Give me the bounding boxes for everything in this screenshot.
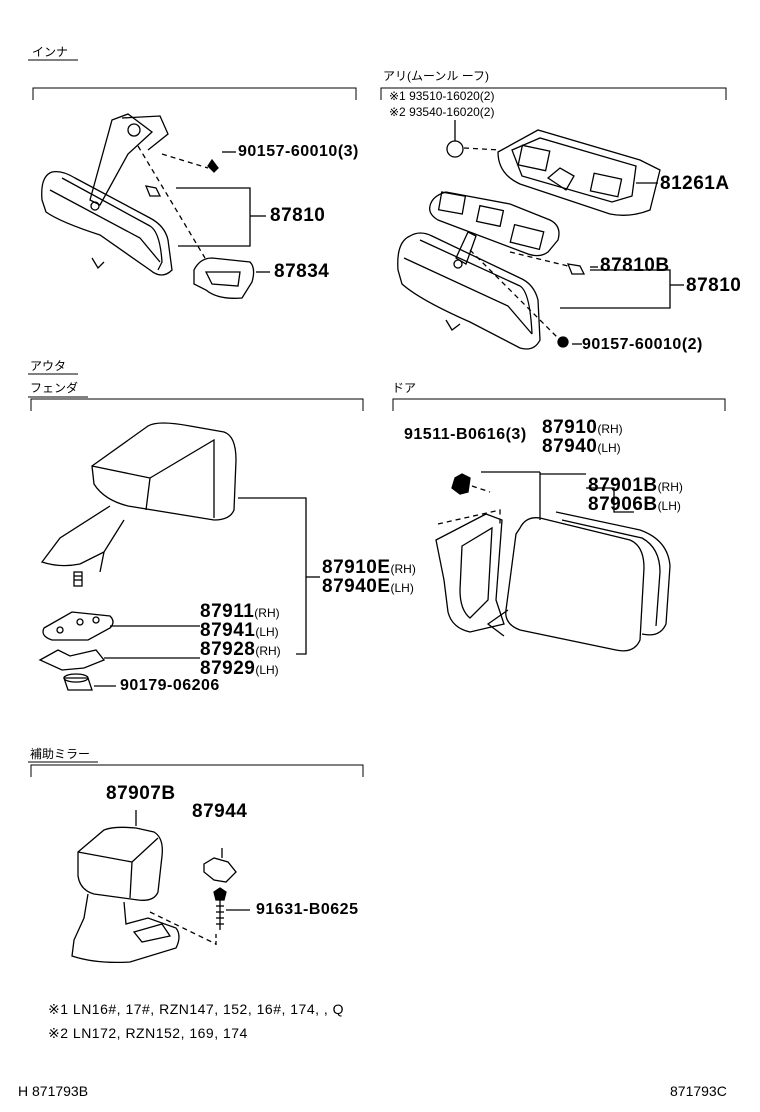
side-lh: (LH) — [255, 663, 279, 677]
door-mirror-drawing — [435, 471, 671, 652]
section-label-outer: アウタ — [30, 359, 67, 373]
section-brackets — [28, 59, 727, 777]
part-aux-clip: 87944 — [192, 801, 248, 822]
roof-note-2: ※2 93540-16020(2) — [389, 105, 495, 119]
footnote-1: ※1 LN16#, 17#, RZN147, 152, 16#, 174, , … — [48, 1001, 345, 1017]
door-mirror-label: 87910(RH) 87940(LH) — [542, 418, 623, 456]
side-lh: (LH) — [390, 581, 414, 595]
part-door-bolt: 91511-B0616(3) — [404, 426, 527, 443]
fender-mirror-drawing — [38, 422, 320, 691]
section-label-door: ドア — [392, 381, 417, 395]
side-rh: (RH) — [597, 422, 623, 436]
part-fender-nut: 90179-06206 — [120, 677, 220, 694]
inner-mirror-drawing — [41, 113, 270, 299]
part-door-glass-rh: 87901B — [588, 475, 658, 496]
side-lh: (LH) — [657, 499, 681, 513]
part-roof-screw: 90157-60010(2) — [582, 336, 703, 353]
aux-mirror-drawing — [71, 810, 250, 964]
part-roof-console: 81261A — [660, 173, 730, 194]
part-fender-base-lh: 87941 — [200, 620, 256, 641]
side-lh: (LH) — [255, 625, 279, 639]
side-rh: (RH) — [390, 562, 416, 576]
fender-base-label: 87911(RH) 87941(LH) 87928(RH) 87929(LH) — [200, 602, 281, 678]
part-fender-base-rh: 87911 — [200, 601, 255, 622]
part-inner-cover: 87834 — [274, 261, 330, 282]
footnote-2: ※2 LN172, RZN152, 169, 174 — [48, 1025, 248, 1041]
side-rh: (RH) — [657, 480, 683, 494]
door-glass-label: 87901B(RH) 87906B(LH) — [588, 476, 683, 514]
part-inner-screw: 90157-60010(3) — [238, 143, 359, 160]
roof-note-1: ※1 93510-16020(2) — [389, 89, 495, 103]
side-rh: (RH) — [255, 644, 281, 658]
part-roof-bulb: 87810B — [600, 255, 670, 276]
part-door-mirror-lh: 87940 — [542, 436, 598, 457]
part-inner-mirror: 87810 — [270, 205, 326, 226]
part-aux-bolt: 91631-B0625 — [256, 901, 359, 918]
section-label-aux: 補助ミラー — [30, 747, 91, 761]
section-label-roof: アリ(ムーンル ーフ) — [383, 69, 490, 83]
section-label-fender: フェンダ — [30, 381, 79, 395]
section-label-inner: インナ — [32, 45, 69, 59]
part-fender-bracket-lh: 87929 — [200, 658, 256, 679]
drawing-code-left: H 871793B — [18, 1083, 89, 1099]
part-door-mirror-rh: 87910 — [542, 417, 598, 438]
part-fender-mirror-rh: 87910E — [322, 557, 391, 578]
part-door-glass-lh: 87906B — [588, 494, 658, 515]
part-aux-mirror: 87907B — [106, 783, 176, 804]
part-fender-bracket-rh: 87928 — [200, 639, 256, 660]
side-lh: (LH) — [597, 441, 621, 455]
side-rh: (RH) — [254, 606, 280, 620]
drawing-code-right: 871793C — [670, 1083, 727, 1099]
fender-mirror-label: 87910E(RH) 87940E(LH) — [322, 558, 416, 596]
part-fender-mirror-lh: 87940E — [322, 576, 391, 597]
roof-mirror-drawing — [397, 120, 684, 350]
part-roof-mirror: 87810 — [686, 275, 742, 296]
